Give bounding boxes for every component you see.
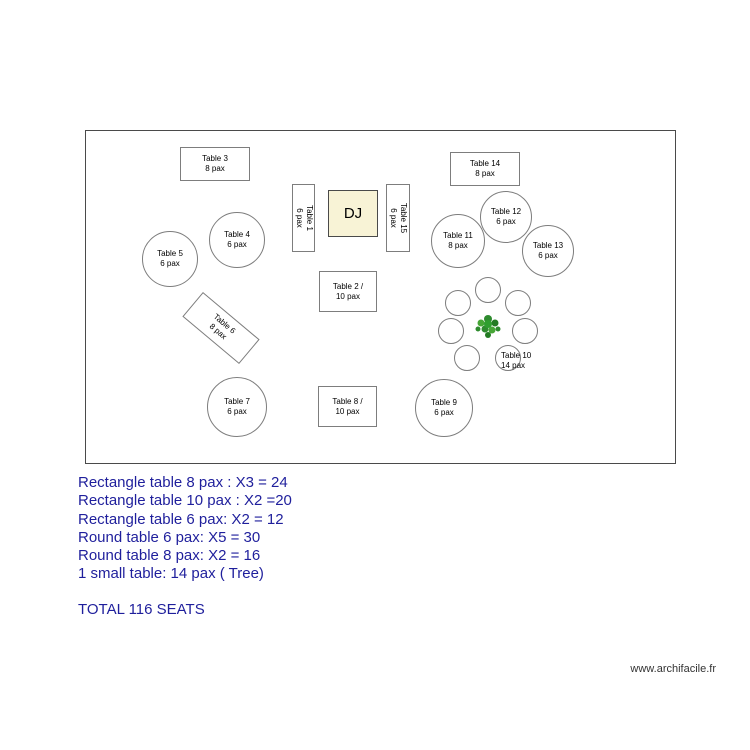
legend-line-small: 1 small table: 14 pax ( Tree) xyxy=(78,565,264,583)
dj-label: DJ xyxy=(343,205,363,222)
tree-chair xyxy=(495,345,521,371)
table-2[interactable]: Table 2 / 10 pax xyxy=(319,271,377,312)
table-1-pax: 6 pax xyxy=(294,208,304,228)
table-12-label: Table 12 xyxy=(490,207,522,216)
table-1[interactable]: Table 1 6 pax xyxy=(292,184,315,252)
table-2-pax: 10 pax xyxy=(335,291,361,301)
table-10-tree-cluster[interactable] xyxy=(438,275,538,375)
table-3-label: Table 3 xyxy=(202,154,228,163)
legend-line-round8: Round table 8 pax: X2 = 16 xyxy=(78,547,261,565)
table-7-label: Table 7 xyxy=(224,397,250,406)
watermark: www.archifacile.fr xyxy=(630,663,716,675)
table-3-pax: 8 pax xyxy=(205,164,225,173)
room-outline: Table 3 8 pax Table 14 8 pax Table 1 6 p… xyxy=(85,130,676,464)
table-10-label-block: Table 10 14 pax xyxy=(501,351,571,371)
table-8-label: Table 8 / xyxy=(332,396,363,406)
legend-line-rect10: Rectangle table 10 pax : X2 =20 xyxy=(78,492,292,510)
table-5-label: Table 5 xyxy=(157,249,183,258)
tree-chair xyxy=(512,318,538,344)
table-3[interactable]: Table 3 8 pax xyxy=(180,147,250,181)
table-15[interactable]: Table 15 6 pax xyxy=(386,184,410,252)
table-7[interactable]: Table 7 6 pax xyxy=(207,377,267,437)
tree-chair xyxy=(475,277,501,303)
table-1-label: Table 1 xyxy=(304,205,314,231)
table-9[interactable]: Table 9 6 pax xyxy=(415,379,473,437)
table-11-pax: 8 pax xyxy=(448,241,468,250)
legend-total: TOTAL 116 SEATS xyxy=(78,600,205,618)
table-5-pax: 6 pax xyxy=(160,259,180,268)
legend: Rectangle table 8 pax : X3 = 24 Rectangl… xyxy=(78,474,292,619)
table-14[interactable]: Table 14 8 pax xyxy=(450,152,520,186)
table-8-pax: 10 pax xyxy=(335,406,360,416)
table-13-pax: 6 pax xyxy=(538,251,558,260)
table-15-label: Table 15 xyxy=(399,202,408,234)
table-10-label: Table 10 xyxy=(501,351,532,360)
table-2-label: Table 2 / xyxy=(332,281,364,291)
tree-icon xyxy=(475,315,501,338)
table-9-pax: 6 pax xyxy=(434,408,454,417)
table-14-label: Table 14 xyxy=(469,159,501,168)
legend-line-round6: Round table 6 pax: X5 = 30 xyxy=(78,528,261,546)
table-4[interactable]: Table 4 6 pax xyxy=(209,212,265,268)
table-12[interactable]: Table 12 6 pax xyxy=(480,191,532,243)
table-9-label: Table 9 xyxy=(431,398,457,407)
tree-chair xyxy=(445,290,471,316)
table-7-pax: 6 pax xyxy=(227,407,247,416)
table-4-label: Table 4 xyxy=(224,230,250,239)
tree-chair xyxy=(438,318,464,344)
table-14-pax: 8 pax xyxy=(475,169,495,178)
table-15-pax: 6 pax xyxy=(389,208,398,228)
table-6[interactable]: Table 6 8 pax xyxy=(182,291,260,365)
legend-line-rect8: Rectangle table 8 pax : X3 = 24 xyxy=(78,474,288,491)
table-10-pax: 14 pax xyxy=(501,361,526,370)
table-13[interactable]: Table 13 6 pax xyxy=(522,225,574,277)
table-5[interactable]: Table 5 6 pax xyxy=(142,231,198,287)
tree-chair xyxy=(505,290,531,316)
table-11-label: Table 11 xyxy=(443,231,473,240)
table-4-pax: 6 pax xyxy=(227,240,247,249)
legend-line-rect6: Rectangle table 6 pax: X2 = 12 xyxy=(78,510,284,528)
table-12-pax: 6 pax xyxy=(496,217,516,226)
dj-booth[interactable]: DJ xyxy=(328,190,378,237)
tree-chair xyxy=(454,345,480,371)
table-13-label: Table 13 xyxy=(532,241,564,250)
table-11[interactable]: Table 11 8 pax xyxy=(431,214,485,268)
table-8[interactable]: Table 8 / 10 pax xyxy=(318,386,377,427)
